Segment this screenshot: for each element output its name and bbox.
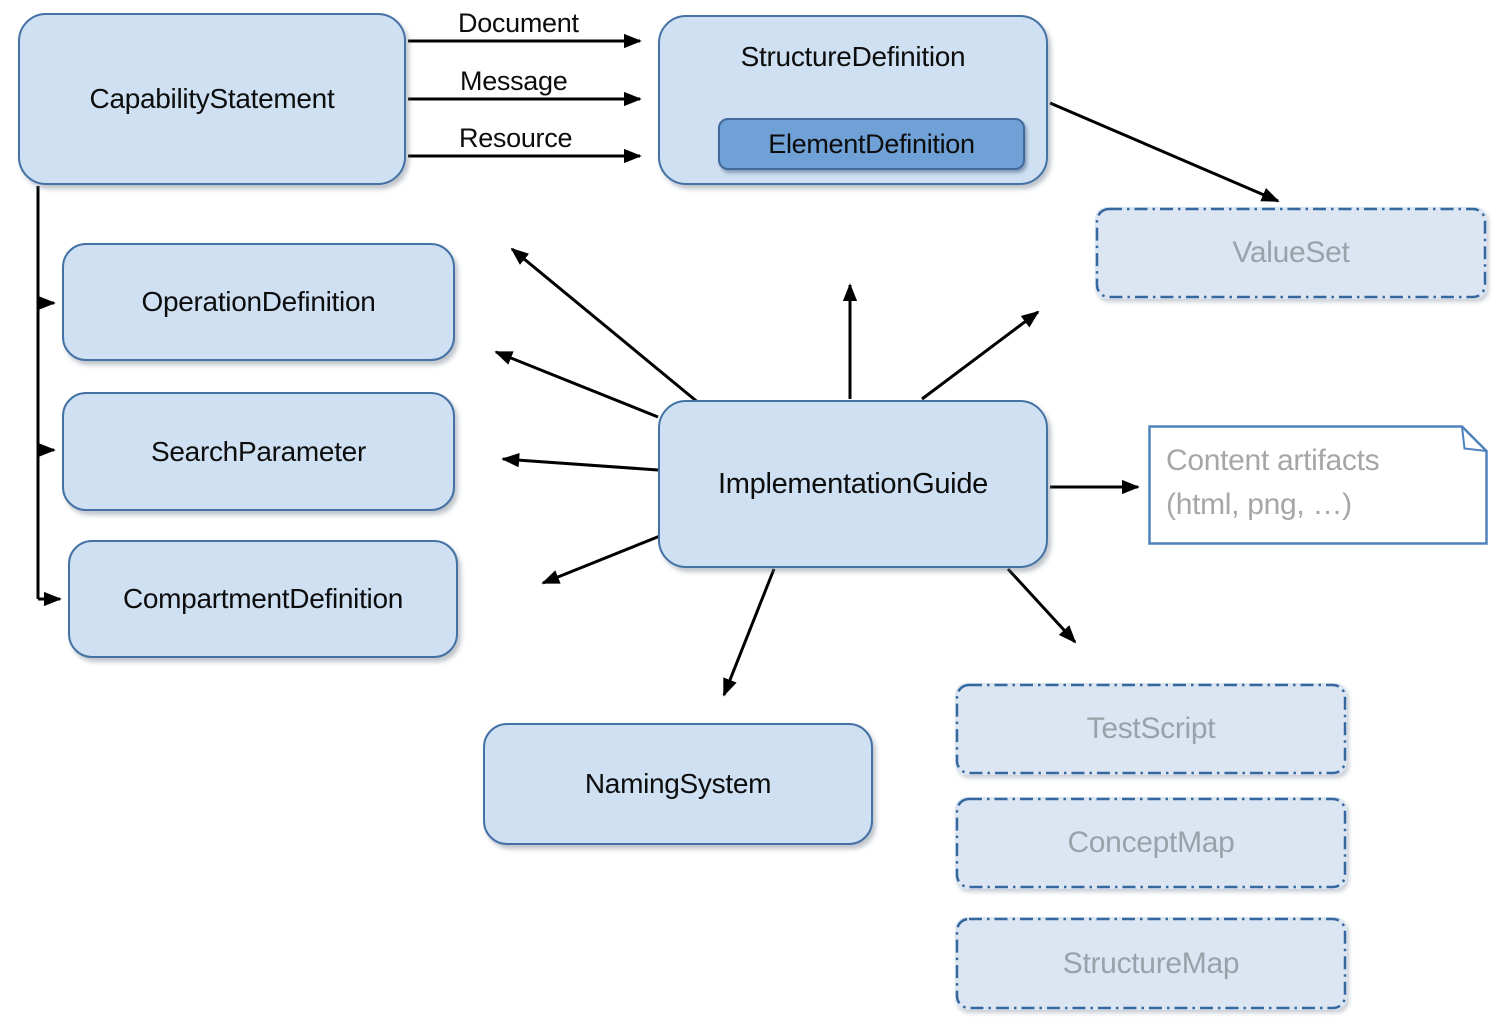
content-artifacts-line2: (html, png, …) bbox=[1166, 488, 1352, 521]
arrow-ig-upleft-1 bbox=[510, 247, 701, 406]
value-set-label: ValueSet bbox=[1232, 236, 1350, 269]
search-parameter-box: SearchParameter bbox=[62, 392, 455, 511]
element-definition-box: ElementDefinition bbox=[718, 118, 1025, 170]
edge-label-message: Message bbox=[460, 66, 568, 96]
arrow-ig-left bbox=[501, 452, 659, 472]
element-definition-label: ElementDefinition bbox=[768, 128, 975, 159]
structure-map-box: StructureMap bbox=[955, 917, 1347, 1010]
edge-label-document: Document bbox=[458, 8, 579, 38]
implementation-guide-label: ImplementationGuide bbox=[718, 467, 988, 500]
concept-map-box: ConceptMap bbox=[955, 797, 1347, 889]
structure-definition-label: StructureDefinition bbox=[740, 41, 966, 72]
operation-definition-box: OperationDefinition bbox=[62, 243, 455, 361]
content-artifacts-label: Content artifacts (html, png, …) bbox=[1166, 439, 1380, 527]
capability-statement-label: CapabilityStatement bbox=[89, 83, 335, 114]
structure-map-label: StructureMap bbox=[1062, 946, 1240, 980]
dash-dot-border bbox=[955, 917, 1347, 1010]
content-artifacts-note: Content artifacts (html, png, …) bbox=[1148, 425, 1488, 545]
arrow-ig-testscript bbox=[1006, 567, 1077, 644]
compartment-definition-label: CompartmentDefinition bbox=[122, 583, 404, 614]
capability-statement-box: CapabilityStatement bbox=[18, 13, 406, 185]
arrow-ig-upright bbox=[921, 310, 1040, 401]
search-parameter-label: SearchParameter bbox=[151, 435, 366, 467]
dash-dot-border bbox=[1095, 207, 1487, 299]
naming-system-label: NamingSystem bbox=[584, 768, 772, 799]
arrow-structuredefinition-valueset bbox=[1049, 101, 1280, 203]
content-artifacts-line1: Content artifacts bbox=[1166, 444, 1380, 477]
test-script-label: TestScript bbox=[1086, 712, 1216, 745]
arrow-ig-upleft-2 bbox=[494, 350, 659, 419]
dash-dot-border bbox=[955, 797, 1347, 889]
naming-system-box: NamingSystem bbox=[483, 723, 873, 845]
implementation-guide-box: ImplementationGuide bbox=[658, 400, 1048, 568]
operation-definition-label: OperationDefinition bbox=[141, 286, 376, 317]
dash-dot-border bbox=[955, 683, 1347, 775]
edge-label-resource: Resource bbox=[459, 123, 573, 153]
arrow-ig-downleft bbox=[541, 534, 661, 585]
value-set-box: ValueSet bbox=[1095, 207, 1487, 299]
arrow-ig-namingsystem bbox=[722, 568, 776, 697]
compartment-definition-box: CompartmentDefinition bbox=[68, 540, 458, 658]
test-script-box: TestScript bbox=[955, 683, 1347, 775]
folded-corner-shape bbox=[1148, 425, 1488, 545]
structure-definition-box: StructureDefinition ElementDefinition bbox=[658, 15, 1048, 185]
concept-map-label: ConceptMap bbox=[1067, 826, 1235, 859]
